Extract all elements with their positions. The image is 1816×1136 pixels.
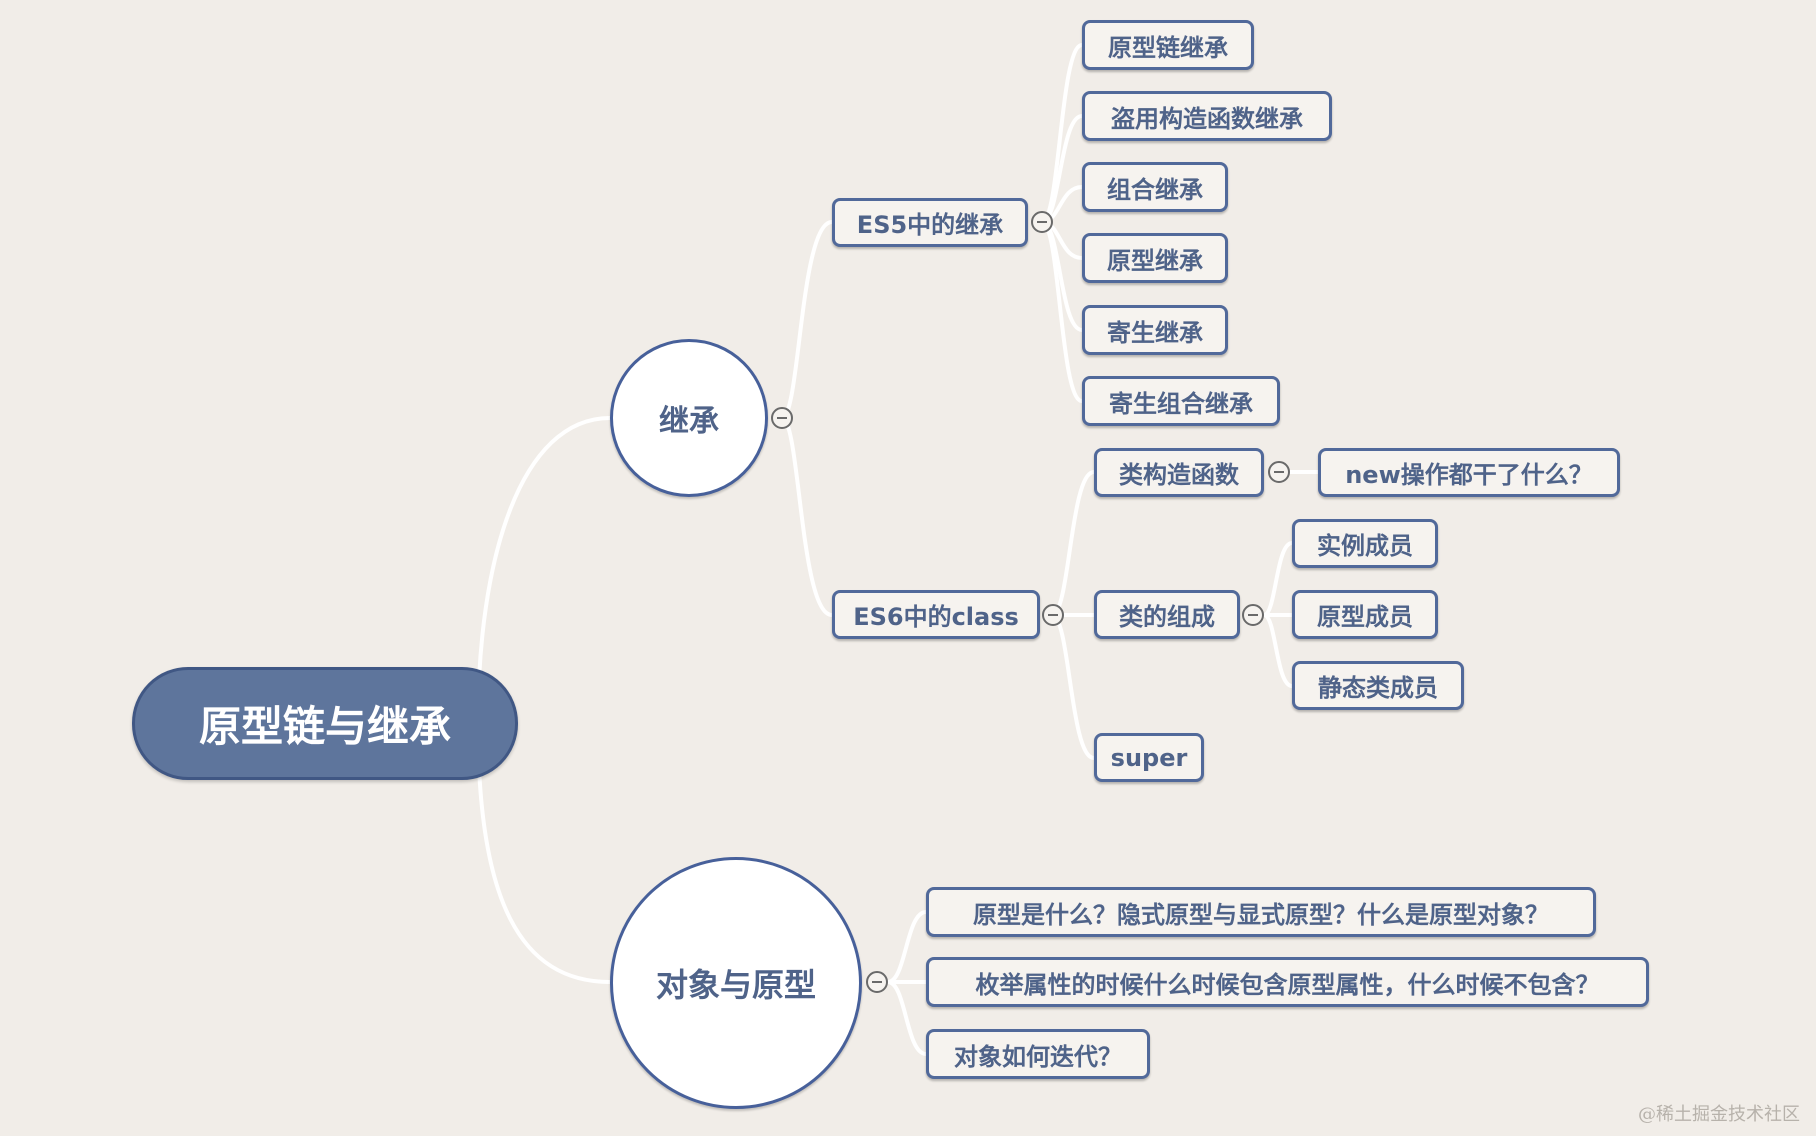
es6-class-node[interactable]: ES6中的class [832, 590, 1040, 639]
es5-child-node[interactable]: 寄生组合继承 [1082, 376, 1280, 426]
connector-object-c1 [886, 910, 928, 984]
branch-inherit-node[interactable]: 继承 [610, 339, 768, 497]
collapse-toggle-icon[interactable] [771, 407, 793, 429]
new-operator-node[interactable]: new操作都干了什么？ [1318, 448, 1620, 497]
connector-inherit-es6 [780, 416, 834, 617]
object-prototype-child-node[interactable]: 对象如何迭代？ [926, 1029, 1150, 1079]
collapse-toggle-icon[interactable] [866, 971, 888, 993]
branch-object-prototype-node[interactable]: 对象与原型 [610, 857, 862, 1109]
collapse-toggle-icon[interactable] [1031, 211, 1053, 233]
es5-child-node[interactable]: 原型继承 [1082, 233, 1228, 283]
class-composition-node[interactable]: 类的组成 [1094, 590, 1240, 639]
connector-es6-super [1050, 613, 1096, 760]
collapse-toggle-icon[interactable] [1268, 461, 1290, 483]
connector-es5-c1 [1040, 43, 1084, 224]
class-member-node[interactable]: 静态类成员 [1292, 661, 1464, 710]
watermark: @稀土掘金技术社区 [1638, 1104, 1800, 1125]
connector-parts-c3 [1262, 613, 1294, 688]
es5-child-node[interactable]: 组合继承 [1082, 162, 1228, 212]
connector-root-object [476, 721, 612, 984]
collapse-toggle-icon[interactable] [1242, 604, 1264, 626]
connector-parts-c1 [1262, 541, 1294, 617]
es5-inheritance-node[interactable]: ES5中的继承 [832, 198, 1028, 247]
root-node[interactable]: 原型链与继承 [132, 667, 518, 780]
super-node[interactable]: super [1094, 733, 1204, 782]
connector-inherit-es5 [780, 220, 834, 420]
connector-root-inherit [476, 416, 612, 725]
class-constructor-node[interactable]: 类构造函数 [1094, 448, 1264, 497]
es5-child-node[interactable]: 原型链继承 [1082, 20, 1254, 70]
class-member-node[interactable]: 原型成员 [1292, 590, 1438, 639]
collapse-toggle-icon[interactable] [1042, 604, 1064, 626]
es5-child-node[interactable]: 寄生继承 [1082, 305, 1228, 355]
class-member-node[interactable]: 实例成员 [1292, 519, 1438, 568]
object-prototype-child-node[interactable]: 枚举属性的时候什么时候包含原型属性，什么时候不包含？ [926, 957, 1649, 1007]
connector-object-c3 [886, 980, 928, 1056]
es5-child-node[interactable]: 盗用构造函数继承 [1082, 91, 1332, 141]
object-prototype-child-node[interactable]: 原型是什么？隐式原型与显式原型？什么是原型对象？ [926, 887, 1596, 937]
connector-es5-c6 [1040, 220, 1084, 403]
connector-es6-ctor [1050, 470, 1096, 617]
